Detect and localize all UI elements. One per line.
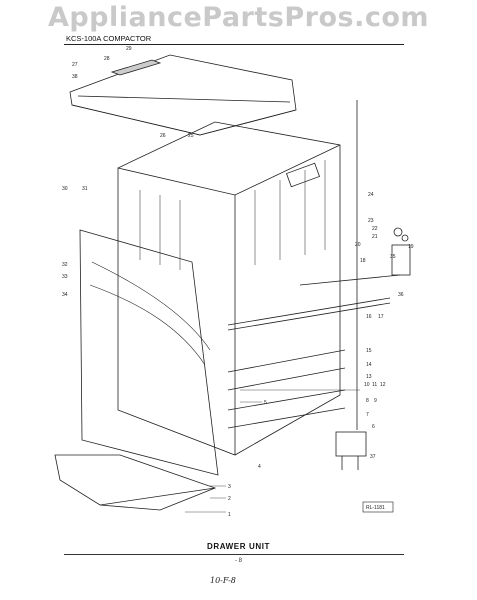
callout-6: 6 — [372, 424, 375, 430]
callout-35: 35 — [390, 254, 396, 260]
callout-17: 17 — [378, 314, 384, 320]
callout-26: 26 — [160, 133, 166, 139]
callout-15: 15 — [366, 348, 372, 354]
callout-33: 33 — [62, 274, 68, 280]
callout-8: 8 — [366, 398, 369, 404]
callout-13: 13 — [366, 374, 372, 380]
callout-18: 18 — [360, 258, 366, 264]
callout-31: 31 — [82, 186, 88, 192]
watermark: AppliancePartsPros.com — [47, 2, 430, 33]
callout-24: 24 — [368, 192, 374, 198]
top-lid — [69, 54, 297, 136]
handwritten-date: 10-F-8 — [210, 576, 236, 585]
callout-30: 30 — [62, 186, 68, 192]
callout-25: 25 — [188, 133, 194, 139]
callout-22: 22 — [372, 226, 378, 232]
diagram-code: RL-1181 — [366, 505, 385, 511]
callout-5: 5 — [264, 400, 267, 406]
callout-2: 2 — [228, 496, 231, 502]
diagram-code-box — [362, 501, 394, 513]
cabinet-body — [117, 121, 341, 456]
hinge-assembly — [335, 431, 367, 470]
callout-37: 37 — [370, 454, 376, 460]
kick-plate — [54, 454, 217, 511]
callout-3: 3 — [228, 484, 231, 490]
header-rule — [64, 44, 404, 45]
side-bracket — [391, 227, 411, 276]
callout-9: 9 — [374, 398, 377, 404]
callout-36: 36 — [398, 292, 404, 298]
callout-19: 19 — [408, 244, 414, 250]
callout-38: 38 — [72, 74, 78, 80]
drawer-rails — [227, 274, 401, 429]
callout-16: 16 — [366, 314, 372, 320]
callout-11: 11 — [372, 382, 377, 388]
callout-1: 1 — [228, 512, 231, 518]
footer-rule — [64, 554, 404, 555]
callout-4: 4 — [258, 464, 261, 470]
callout-28: 28 — [104, 56, 110, 62]
model-title: KCS-100A COMPACTOR — [66, 34, 152, 43]
callout-7: 7 — [366, 412, 369, 418]
callout-32: 32 — [62, 262, 68, 268]
callout-23: 23 — [368, 218, 374, 224]
callout-27: 27 — [72, 62, 78, 68]
section-title: DRAWER UNIT — [206, 542, 271, 551]
callout-21: 21 — [372, 234, 378, 240]
callout-29: 29 — [126, 46, 132, 52]
callout-10: 10 — [364, 382, 370, 388]
callout-12: 12 — [380, 382, 386, 388]
callout-20: 20 — [355, 242, 361, 248]
page-number: - 8 — [234, 558, 242, 564]
drawer-front — [79, 229, 219, 476]
callout-34: 34 — [62, 292, 68, 298]
callout-14: 14 — [366, 362, 372, 368]
